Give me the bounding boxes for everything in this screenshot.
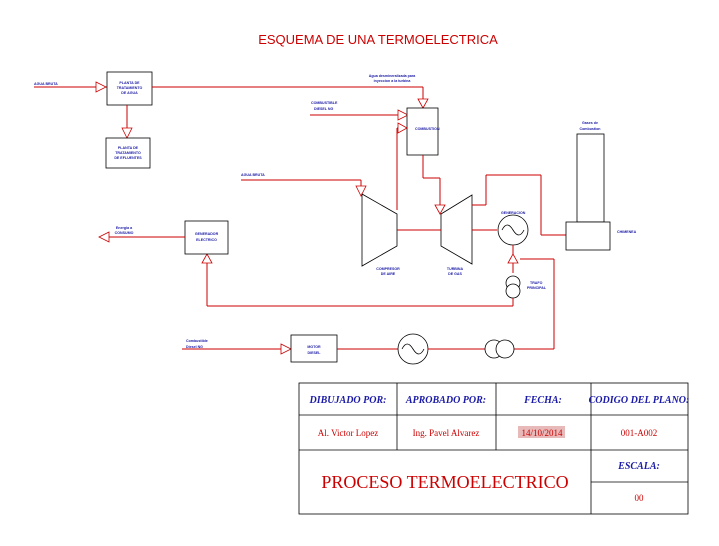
- label-generacion: GENERACION: [501, 211, 526, 215]
- title-block: [298, 382, 689, 515]
- label-energia-l1: Energia a: [116, 226, 133, 230]
- label-chimenea: CHIMENEA: [617, 230, 637, 234]
- label-planta-2-l3: DE EFLUENTES: [114, 156, 142, 160]
- date-highlight: [518, 426, 565, 438]
- label-agua-bruta-2: AGUA BRUTA: [241, 173, 265, 177]
- label-combustible2-l1: Combustible: [186, 339, 208, 343]
- label-gases-l2: Combustion: [580, 127, 601, 131]
- label-motor-l1: MOTOR: [307, 345, 321, 349]
- label-generador-l1: GENERADOR: [195, 232, 219, 236]
- label-combustible-l1: COMBUSTIBLE: [311, 101, 338, 105]
- label-combustion: COMBUSTION: [415, 127, 440, 131]
- compresor: [361, 193, 398, 267]
- generador-ac-wave: [501, 224, 525, 236]
- arrow-trafo: [507, 253, 519, 264]
- arrow-combustion-turbina: [434, 204, 446, 215]
- box-motor-diesel: [290, 334, 338, 363]
- box-planta-tratamiento-agua: [106, 71, 153, 106]
- arrow-agua-desmin: [417, 98, 429, 109]
- label-turbina-l1: TURBINA: [447, 267, 464, 271]
- arrow-generador-elec: [201, 253, 213, 264]
- turbina: [440, 194, 473, 265]
- chimenea: [576, 133, 605, 223]
- chimenea-base: [565, 221, 611, 251]
- trafo-principal-2: [505, 283, 521, 299]
- label-planta-1-l1: PLANTA DE: [119, 81, 140, 85]
- arrow-combustible: [397, 109, 409, 121]
- label-gases-l1: Gases de: [582, 121, 598, 125]
- header-codigo: CODIGO DEL PLANO:: [589, 395, 690, 406]
- label-agua-desmin-l1: Agua desmineralizada para: [369, 74, 417, 78]
- label-planta-2-l2: TRATAMIENTO: [115, 151, 141, 155]
- arrow-compresor-in: [355, 185, 367, 197]
- diagram-title: ESQUEMA DE UNA TERMOELECTRICA: [258, 32, 498, 47]
- header-dibujado: DIBUJADO POR:: [309, 395, 387, 406]
- label-planta-1-l3: DE AGUA: [121, 91, 138, 95]
- label-combustible-l2: DIESEL NG: [314, 107, 334, 111]
- arrow-energia-out: [98, 231, 110, 243]
- generador-ac-2-wave: [401, 343, 425, 355]
- label-agua-desmin-l2: inyeccion a la turbina: [374, 79, 412, 83]
- label-turbina-l2: DE GAS: [448, 272, 462, 276]
- label-planta-1-l2: TRATAMIENTO: [117, 86, 143, 90]
- label-compresor-l1: COMPRESOR: [376, 267, 400, 271]
- label-planta-2-l1: PLANTA DE: [118, 146, 139, 150]
- label-energia-l2: CONSUMO: [115, 231, 134, 235]
- label-trafo-l2: PRINCIPAL: [527, 286, 547, 290]
- scale-label: ESCALA:: [617, 461, 660, 472]
- box-combustion: [406, 107, 439, 156]
- arrow-agua-in: [95, 81, 107, 93]
- label-motor-l2: DIESEL: [308, 351, 322, 355]
- box-planta-tratamiento-efluentes: [105, 137, 151, 169]
- arrow-motor-diesel: [280, 343, 292, 355]
- label-compresor-l2: DE AIRE: [381, 272, 396, 276]
- label-agua-bruta-1: AGUA BRUTA: [34, 82, 58, 86]
- header-fecha: FECHA:: [523, 395, 562, 406]
- label-combustible2-l2: Diesel NG: [186, 345, 203, 349]
- process-name: PROCESO TERMOELECTRICO: [321, 472, 568, 492]
- trafo-2b: [495, 339, 515, 359]
- arrow-compresor-combustion: [397, 122, 408, 134]
- value-fecha: 14/10/2014: [521, 428, 563, 438]
- header-aprobado: APROBADO POR:: [405, 395, 486, 406]
- arrow-planta-down: [121, 127, 133, 139]
- scale-value: 00: [635, 493, 645, 503]
- value-codigo: 001-A002: [621, 428, 658, 438]
- value-dibujado: Al. Victor Lopez: [318, 428, 379, 438]
- label-generador-l2: ELECTRICO: [196, 238, 217, 242]
- label-trafo-l1: TRAFO: [530, 281, 543, 285]
- value-aprobado: Ing. Pavel Alvarez: [413, 428, 480, 438]
